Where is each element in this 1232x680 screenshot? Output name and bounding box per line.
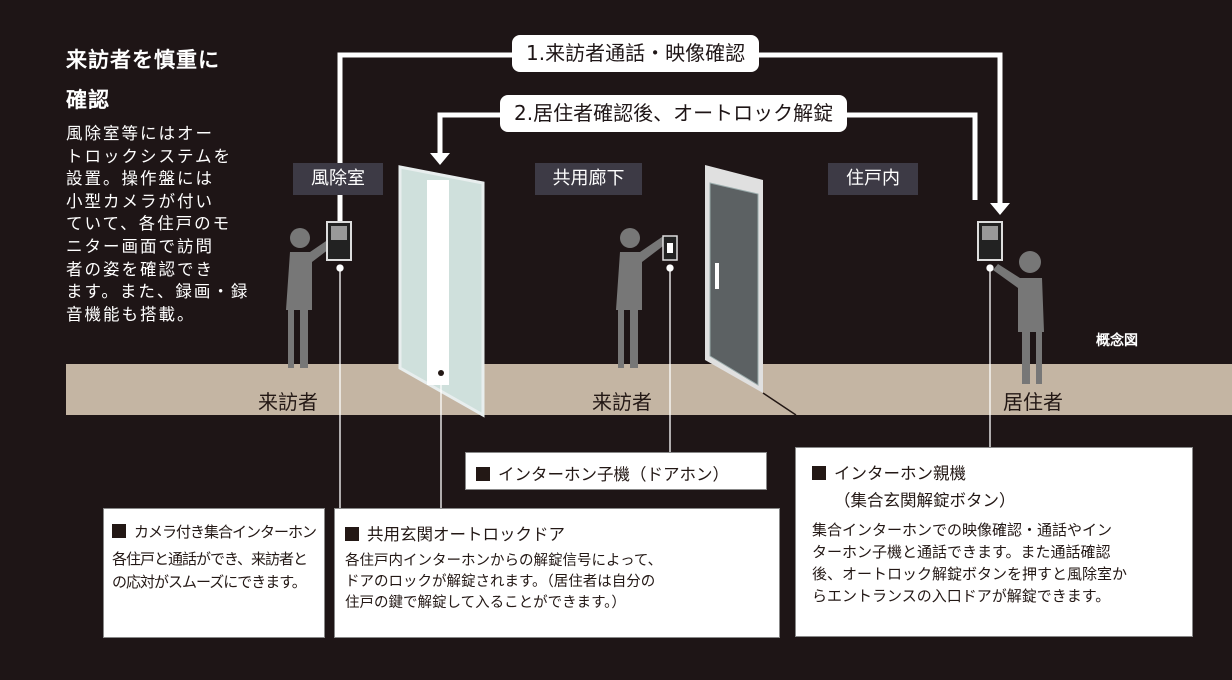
- intro-line: 音機能も搭載。: [66, 304, 196, 324]
- callout-line: らエントランスの入口ドアが解錠できます。: [812, 587, 1111, 605]
- bullet-square-icon: [812, 466, 826, 480]
- bullet-square-icon: [112, 524, 126, 538]
- floor-label-visitor-2: 来訪者: [592, 390, 652, 414]
- intro-line: 設置。操作盤には: [66, 169, 214, 189]
- zone-label-corridor: 共用廊下: [535, 163, 642, 195]
- callout-title: インターホン親機: [834, 464, 966, 483]
- bullet-square-icon: [476, 467, 490, 481]
- callout-line: 集合インターホンでの映像確認・通話やイン: [812, 521, 1113, 539]
- flow-step-2-label: 2.居住者確認後、オートロック解錠: [500, 95, 848, 132]
- intro-line: ていて、各住戸のモ: [66, 214, 232, 234]
- arrowhead-2-icon: [430, 153, 450, 165]
- callout-line: 各住戸と通話ができ、来訪者と: [112, 550, 308, 568]
- bullet-square-icon: [345, 527, 359, 541]
- callout-title: インターホン子機（ドアホン）: [498, 465, 729, 484]
- concept-diagram-label: 概念図: [1096, 333, 1138, 349]
- callout-title: カメラ付き集合インターホン: [134, 523, 317, 541]
- zone-label-unit: 住戸内: [828, 163, 918, 195]
- callout-title: 共用玄関オートロックドア: [367, 525, 565, 544]
- callout-line: 後、オートロック解錠ボタンを押すと風除室か: [812, 565, 1128, 583]
- intro-line: ます。また、録画・録: [66, 282, 250, 302]
- unit-front-door: [705, 165, 797, 416]
- leader-lines: [336, 264, 994, 508]
- door-phone-icon: [662, 235, 678, 261]
- callout-autolock-door: 共用玄関オートロックドア 各住戸内インターホンからの解錠信号によって、 ドアのロ…: [334, 508, 780, 638]
- intro-line: 小型カメラが付い: [66, 191, 214, 211]
- zone-label-vestibule: 風除室: [293, 163, 383, 195]
- master-intercom-icon: [977, 221, 1003, 261]
- intro-line: 風除室等にはオー: [66, 124, 214, 143]
- callout-line: 住戸の鍵で解錠して入ることができます。）: [345, 595, 626, 611]
- arrowhead-1-icon: [990, 203, 1010, 215]
- glass-autolock-door: [398, 165, 485, 418]
- callout-line: ターホン子機と通話できます。また通話確認: [812, 543, 1111, 561]
- floor-label-resident: 居住者: [1003, 390, 1063, 414]
- callout-door-phone: インターホン子機（ドアホン）: [465, 452, 767, 490]
- callout-line: ドアのロックが解錠されます。（居住者は自分の: [345, 574, 656, 590]
- heading-line-2: 確認: [66, 88, 110, 112]
- callout-subtitle: （集合玄関解錠ボタン）: [834, 491, 1016, 510]
- intro-text: 風除室等にはオー トロックシステムを 設置。操作盤には 小型カメラが付い ていて…: [66, 123, 256, 326]
- callout-line: の応対がスムーズにできます。: [112, 573, 307, 591]
- intro-line: 者の姿を確認でき: [66, 259, 214, 279]
- resident-figure: [993, 251, 1044, 384]
- intro-line: ニター画面で訪問: [66, 236, 214, 256]
- floor-label-visitor-1: 来訪者: [258, 390, 318, 414]
- callout-line: 各住戸内インターホンからの解錠信号によって、: [345, 553, 663, 569]
- flow-step-1-label: 1.来訪者通話・映像確認: [512, 35, 760, 72]
- callout-master-unit: インターホン親機 （集合玄関解錠ボタン） 集合インターホンでの映像確認・通話やイ…: [795, 447, 1193, 637]
- camera-intercom-panel-icon: [326, 221, 352, 261]
- visitor-figure-1: [286, 228, 337, 368]
- visitor-figure-2: [616, 228, 667, 368]
- heading-line-1: 来訪者を慎重に: [66, 48, 220, 72]
- intro-line: トロックシステムを: [66, 146, 233, 166]
- callout-camera-intercom: カメラ付き集合インターホン 各住戸と通話ができ、来訪者と の応対がスムーズにでき…: [103, 508, 325, 638]
